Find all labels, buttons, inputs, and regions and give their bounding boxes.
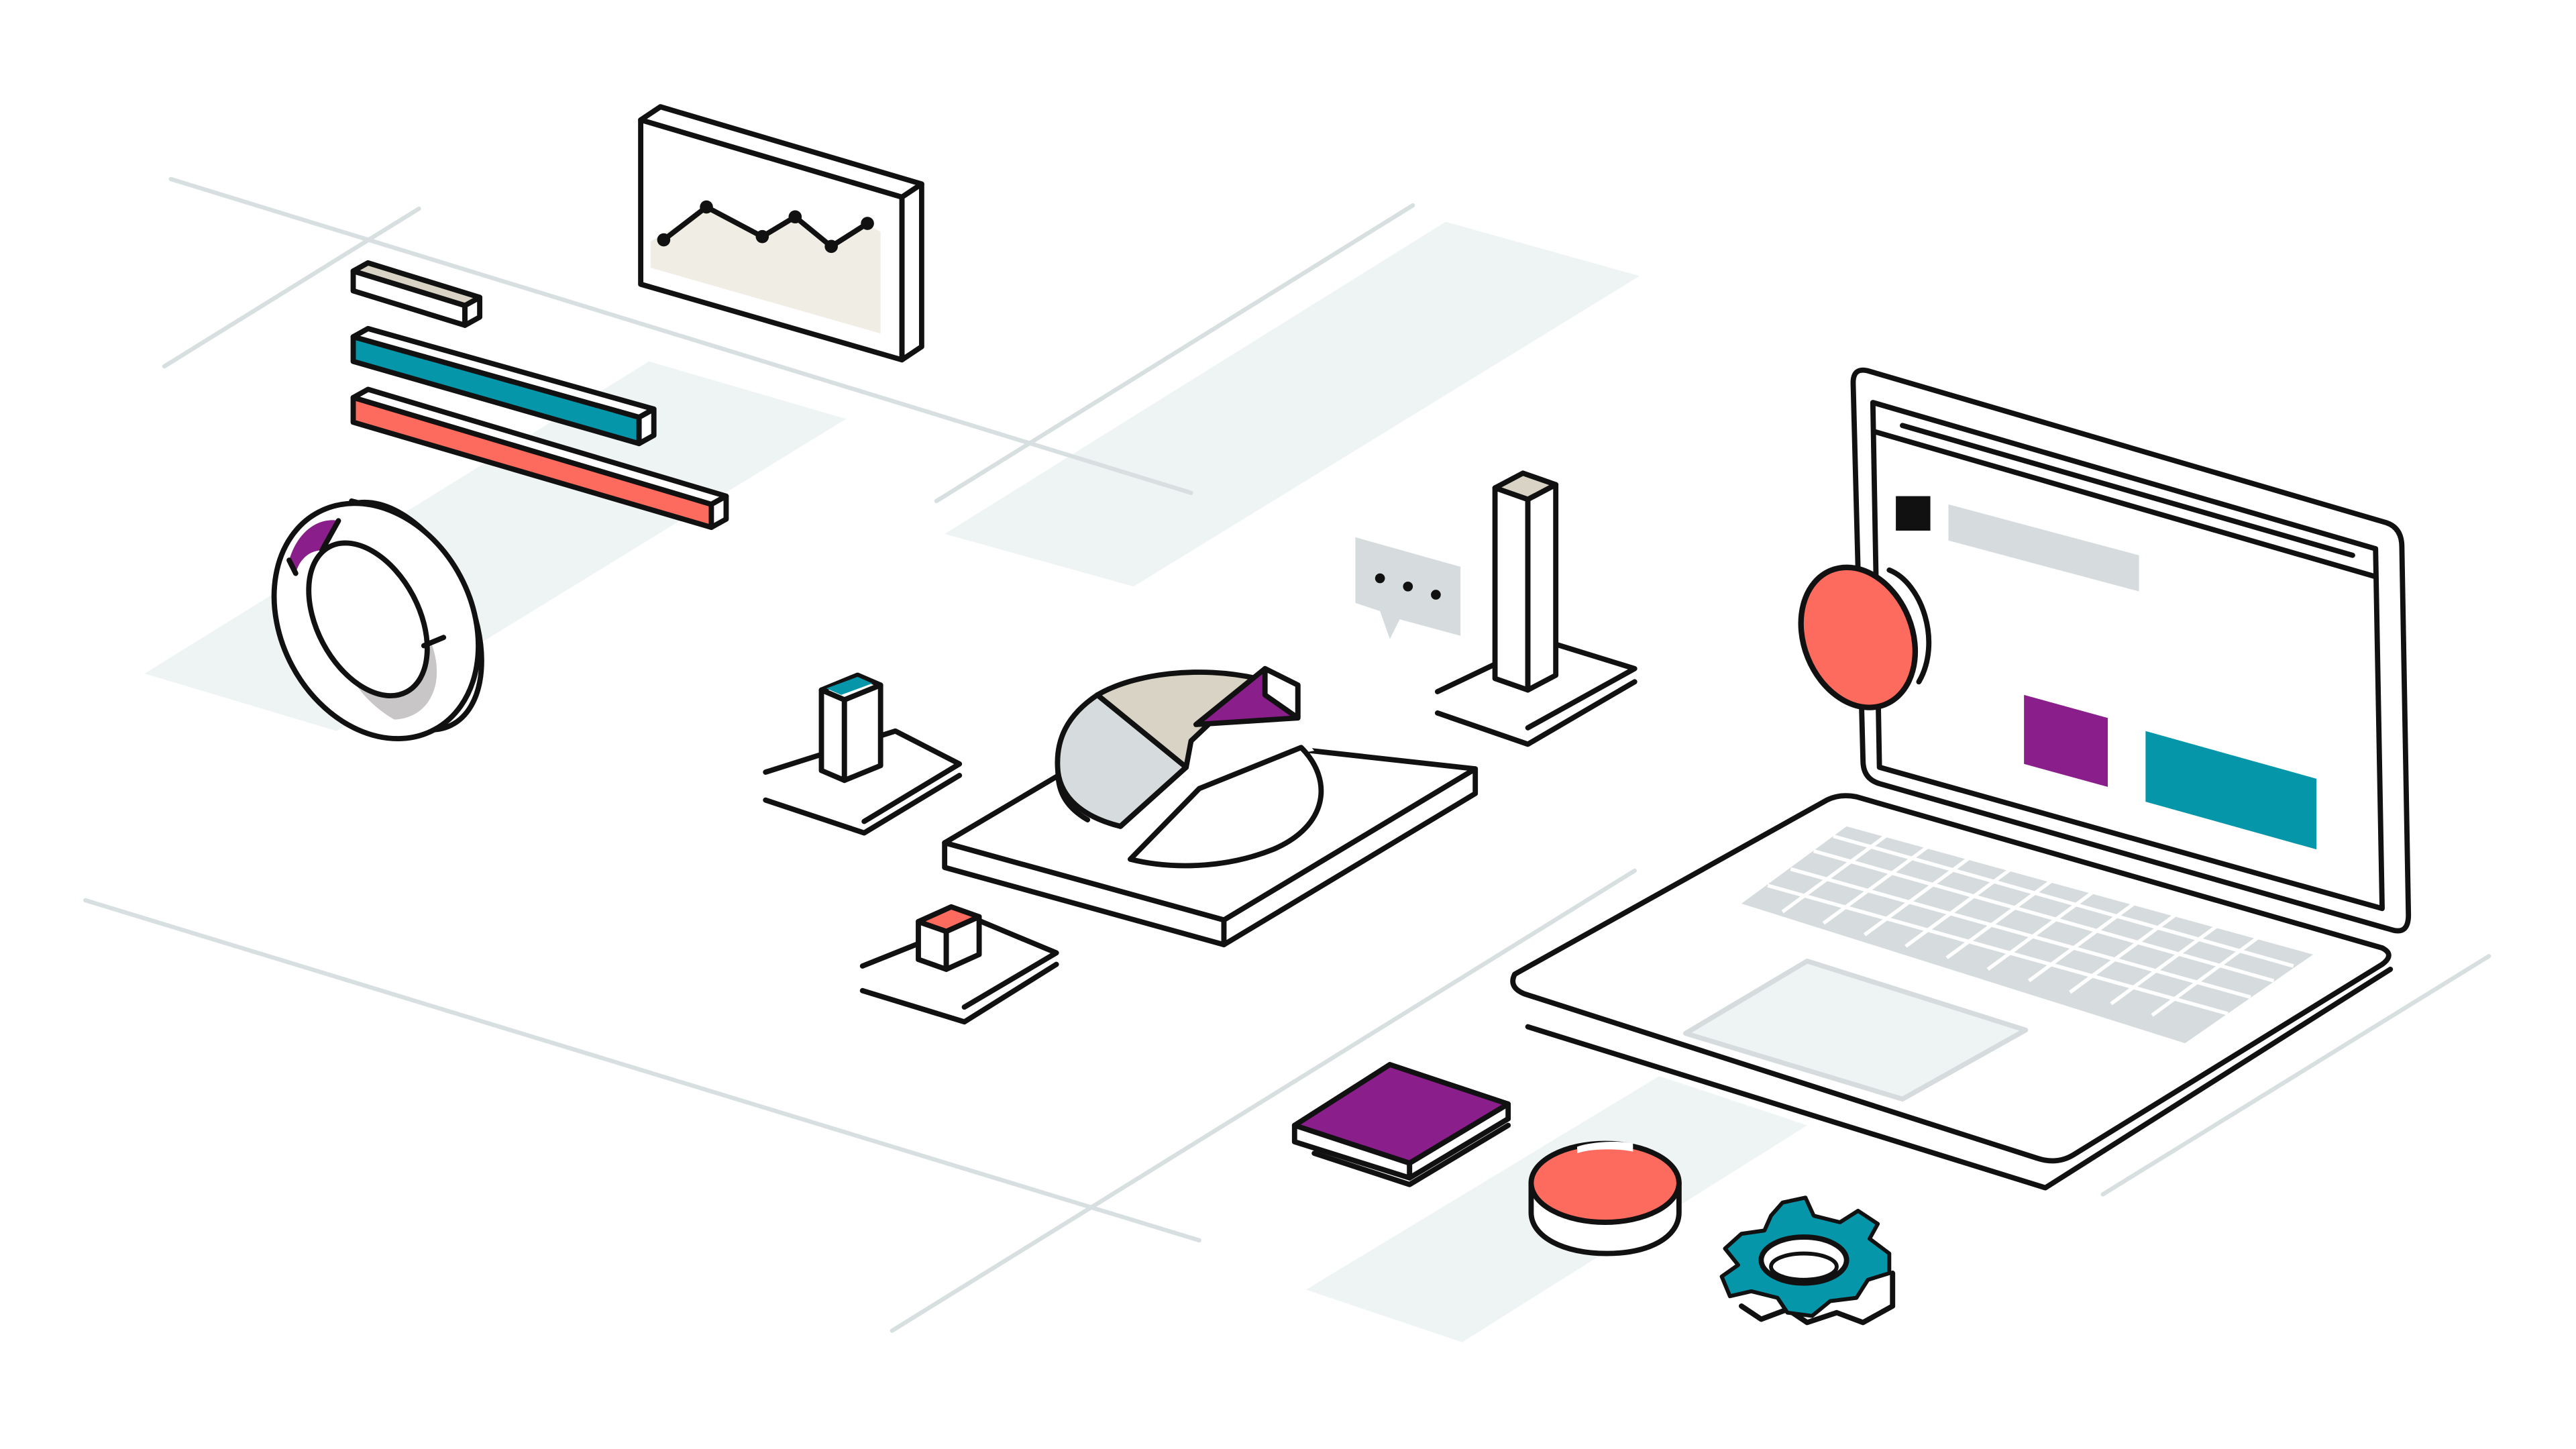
coral-disc-icon: [1528, 1140, 1682, 1256]
magnifier-icon: [1798, 564, 1932, 710]
column-icon: [763, 672, 963, 836]
cube-icon: [859, 904, 1059, 1025]
chat-bubble-icon: [1355, 537, 1461, 639]
line-chart-icon: [638, 104, 924, 363]
gear-icon: [1719, 1195, 1896, 1326]
floor-lines: [83, 176, 2491, 1333]
bar-chart-icon: [350, 260, 729, 531]
screen-logo-icon: [1896, 496, 1931, 531]
pie-chart-icon: [942, 665, 1479, 948]
purple-tile-icon: [1291, 1062, 1511, 1187]
tower-icon: [1434, 470, 1638, 747]
laptop-icon: [1510, 367, 2412, 1191]
donut-chart-icon: [271, 498, 484, 741]
